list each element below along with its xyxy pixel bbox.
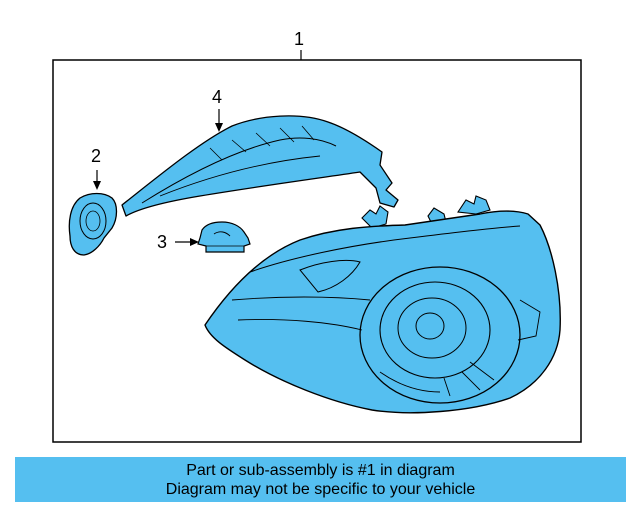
callout-3-label: 3 [157,232,167,252]
callout-2-label: 2 [91,146,101,166]
callout-2-arrow [93,181,101,190]
disclaimer-banner: Part or sub-assembly is #1 in diagram Di… [15,457,626,502]
parts-diagram: 1 4 2 3 [52,29,582,443]
assembly-frame [52,59,582,443]
callout-1-label: 1 [294,29,304,49]
tail-lamp-assembly [204,195,561,414]
bulb-socket-part [197,221,251,253]
banner-line-2: Diagram may not be specific to your vehi… [165,481,476,498]
housing-part [121,115,399,217]
callout-4-arrow [215,123,223,132]
bracket-part [68,192,118,256]
banner-line-1: Part or sub-assembly is #1 in diagram [186,462,455,479]
callout-4-label: 4 [212,87,222,107]
callout-3-arrow [190,238,199,246]
